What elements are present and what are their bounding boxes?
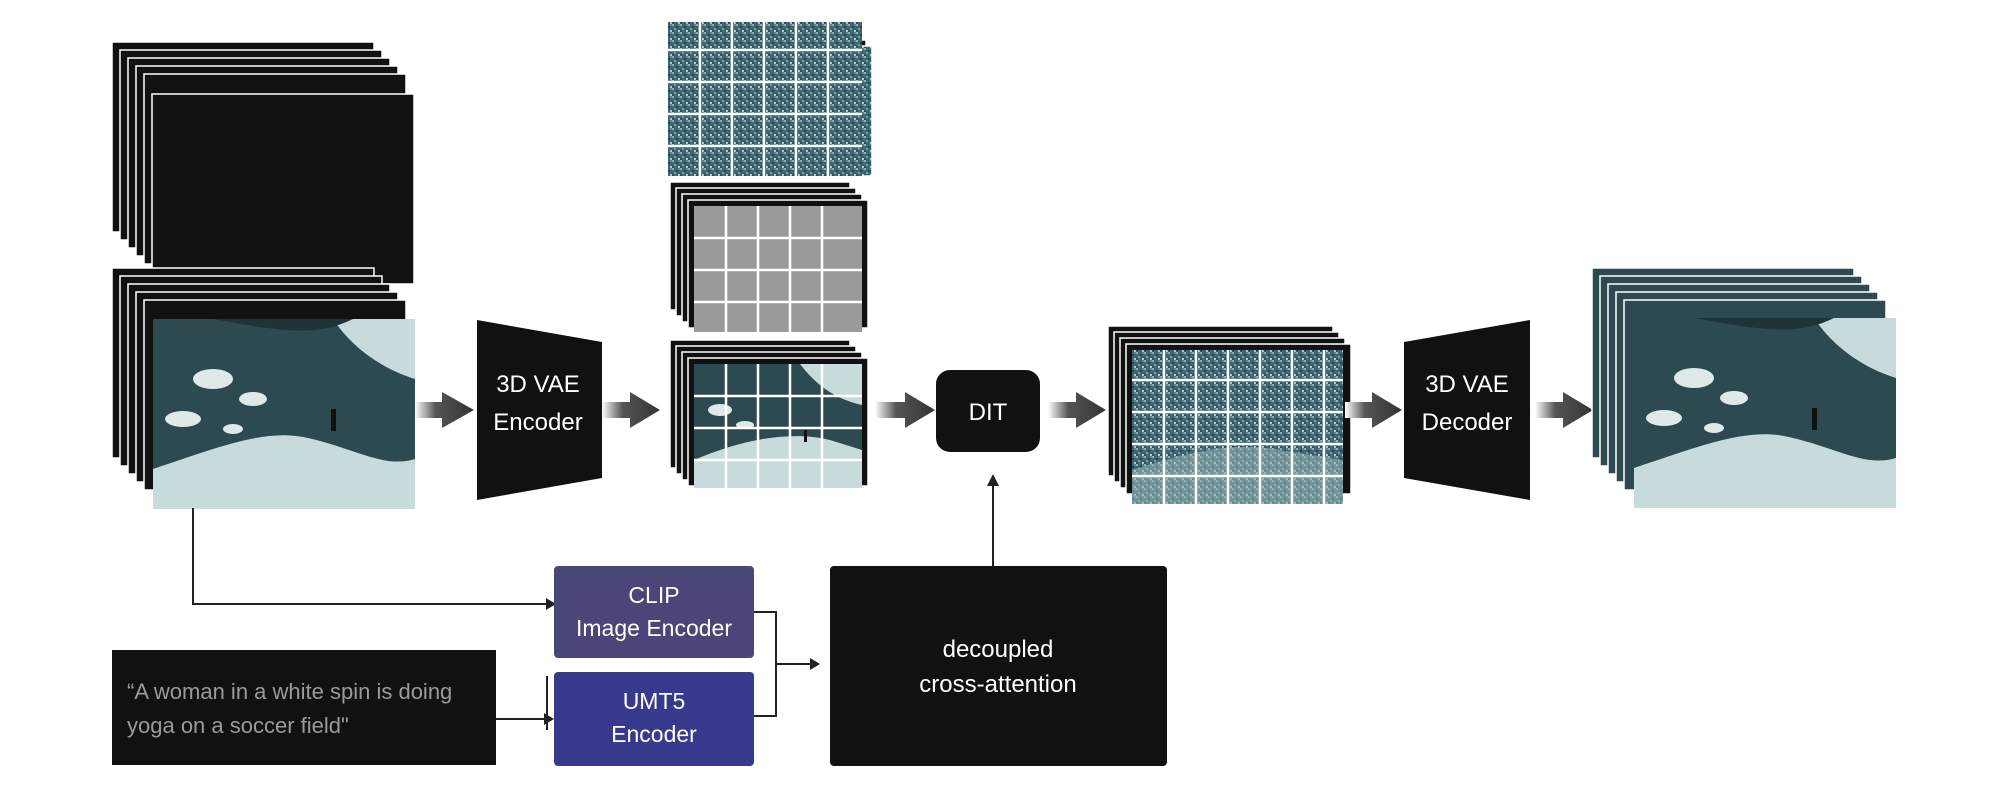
arrow-dit-to-output-latents	[1048, 392, 1106, 428]
mask-frame-stack	[111, 41, 415, 285]
mask-latent-stack	[669, 181, 869, 332]
cross-attention-label-2: cross-attention	[919, 671, 1076, 698]
prompt-line-1: “A woman in a white spin is doing	[127, 679, 452, 704]
arrow-latents-to-decoder	[1345, 392, 1402, 428]
vae-decoder-block: 3D VAE Decoder	[1404, 320, 1530, 500]
arrow-input-to-encoder	[415, 392, 474, 428]
input-frame-stack	[111, 267, 415, 509]
dit-block: DIT	[936, 370, 1040, 452]
vae-decoder-label-1: 3D VAE	[1425, 371, 1509, 398]
arrow-encoder-to-latents	[602, 392, 660, 428]
vae-decoder-label-2: Decoder	[1422, 409, 1513, 436]
clip-label-1: CLIP	[628, 582, 679, 608]
clip-label-2: Image Encoder	[576, 615, 732, 641]
output-frame-stack	[1591, 267, 1896, 508]
connector-image-to-clip	[192, 508, 556, 610]
umt5-encoder-block: UMT5 Encoder	[554, 672, 754, 766]
image-latent-stack	[669, 339, 869, 488]
prompt-text-box: “A woman in a white spin is doing yoga o…	[112, 650, 496, 765]
vae-encoder-label-1: 3D VAE	[496, 371, 580, 398]
arrow-latents-to-dit	[875, 392, 935, 428]
vae-encoder-block: 3D VAE Encoder	[477, 320, 602, 500]
noise-latent-stack	[667, 21, 873, 177]
cross-attention-label-1: decoupled	[943, 636, 1054, 663]
prompt-line-2: yoga on a soccer field"	[127, 713, 349, 738]
connector-cross-attention-to-dit	[987, 474, 999, 566]
output-latent-stack	[1107, 325, 1352, 504]
arrow-decoder-to-output	[1535, 392, 1593, 428]
clip-image-encoder-block: CLIP Image Encoder	[554, 566, 754, 658]
umt5-label-1: UMT5	[623, 688, 686, 714]
input-image	[153, 319, 415, 509]
output-image	[1634, 318, 1896, 508]
umt5-label-2: Encoder	[611, 721, 697, 747]
vae-encoder-label-2: Encoder	[493, 409, 582, 436]
connector-prompt-to-umt5	[496, 676, 554, 730]
connector-encoders-to-cross-attention	[754, 611, 820, 717]
dit-label: DIT	[969, 399, 1008, 426]
cross-attention-block: decoupled cross-attention	[830, 566, 1167, 766]
